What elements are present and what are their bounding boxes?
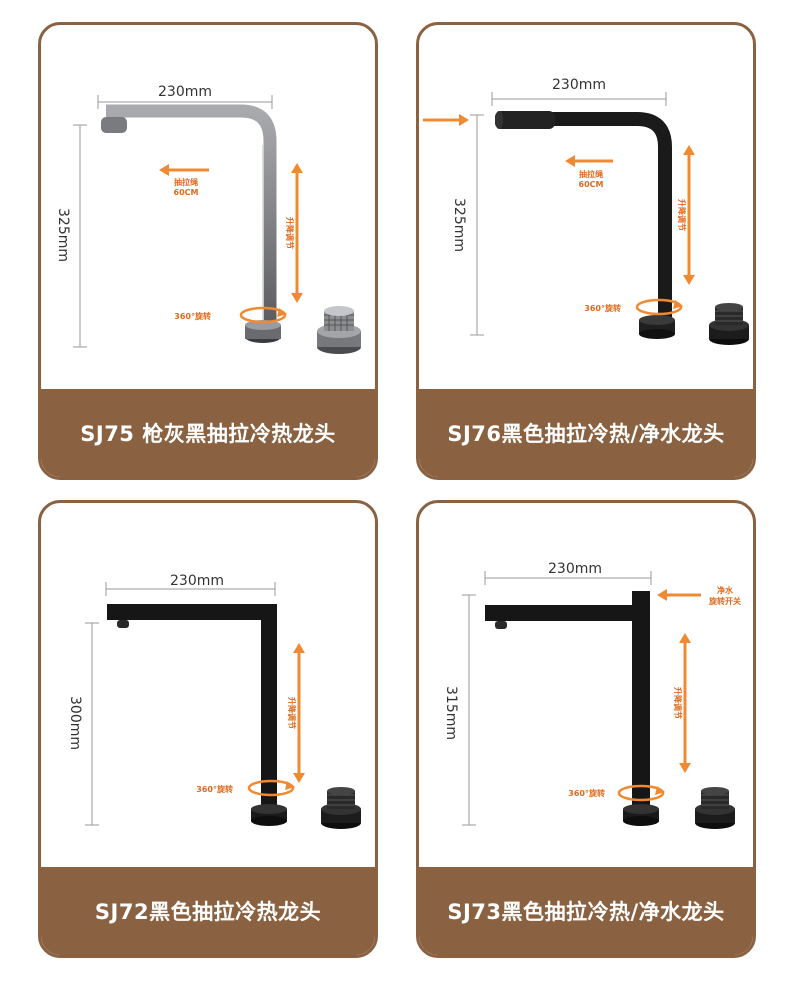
faucet-body <box>107 604 287 826</box>
width-label: 230mm <box>170 573 224 589</box>
filter-accessory <box>695 787 735 829</box>
width-label: 230mm <box>552 77 606 93</box>
rotate-arrow <box>247 779 295 797</box>
product-card-sj73[interactable]: 230mm 315mm 净水 旋转开关 升降调节 360°旋转 <box>416 500 756 958</box>
rotate-arrow <box>617 784 665 802</box>
faucet-body <box>485 591 659 826</box>
height-label: 325mm <box>451 198 467 252</box>
pull-label-1: 抽拉绳 <box>174 177 198 187</box>
switch-label-2: 旋转开关 <box>708 596 741 606</box>
faucet-photo: 230mm 315mm 净水 旋转开关 升降调节 360°旋转 <box>443 561 741 829</box>
height-label: 325mm <box>55 208 71 262</box>
rotate-label: 360°旋转 <box>584 303 621 313</box>
pull-label-2: 60CM <box>579 180 604 189</box>
lift-label: 升降调节 <box>673 687 683 719</box>
rotate-arrow <box>635 298 683 316</box>
rotate-label: 360°旋转 <box>174 311 211 321</box>
faucet-photo: 230mm 300mm 升降调节 360°旋转 <box>67 573 361 829</box>
rotate-label: 360°旋转 <box>196 784 233 794</box>
rotate-label: 360°旋转 <box>568 788 605 798</box>
faucet-photo: 230mm 325mm 抽拉绳 60CM 升降调节 360°旋转 <box>55 84 361 354</box>
rotate-arrow <box>239 306 287 324</box>
product-title: SJ75 枪灰黑抽拉冷热龙头 <box>41 389 375 477</box>
pull-label-2: 60CM <box>174 188 199 197</box>
product-title: SJ76黑色抽拉冷热/净水龙头 <box>419 389 753 477</box>
product-card-sj75[interactable]: 230mm 325mm 抽拉绳 60CM 升降调节 360°旋转 <box>38 22 378 480</box>
faucet-body <box>495 111 675 339</box>
filter-accessory <box>321 787 361 829</box>
product-card-sj76[interactable]: 230mm 325mm 抽拉绳 60CM 升降调节 360°旋转 <box>416 22 756 480</box>
lift-label: 升降调节 <box>677 199 687 231</box>
width-label: 230mm <box>548 561 602 577</box>
product-card-sj72[interactable]: 230mm 300mm 升降调节 360°旋转 SJ72黑色抽拉冷热龙头 <box>38 500 378 958</box>
width-label: 230mm <box>158 84 212 100</box>
product-title: SJ72黑色抽拉冷热龙头 <box>41 867 375 955</box>
product-title: SJ73黑色抽拉冷热/净水龙头 <box>419 867 753 955</box>
pull-label-1: 抽拉绳 <box>579 169 603 179</box>
lift-label: 升降调节 <box>287 697 297 729</box>
faucet-photo: 230mm 325mm 抽拉绳 60CM 升降调节 360°旋转 <box>423 77 749 345</box>
filter-accessory <box>709 303 749 345</box>
switch-label-1: 净水 <box>717 585 734 595</box>
height-label: 315mm <box>443 686 459 740</box>
height-label: 300mm <box>67 696 83 750</box>
filter-accessory <box>317 306 361 354</box>
lift-label: 升降调节 <box>285 217 295 249</box>
